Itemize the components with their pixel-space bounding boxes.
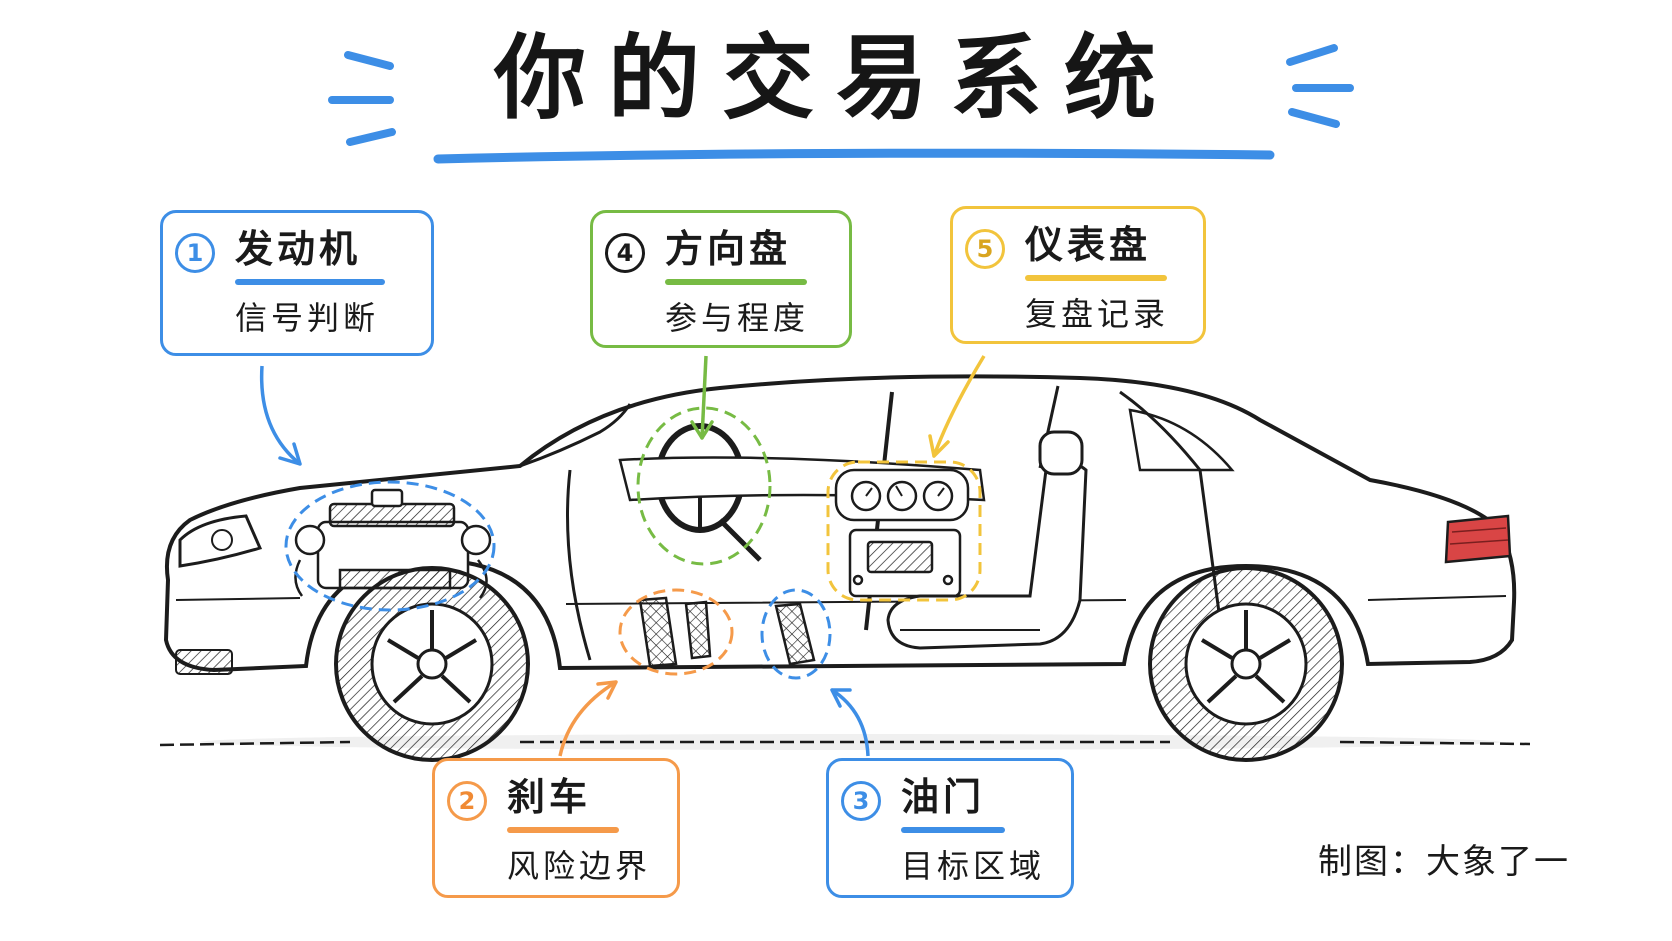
accelerator-pedal	[774, 602, 816, 666]
brake-pedals	[638, 596, 712, 668]
callout-heading-underline	[665, 279, 807, 285]
callout-heading: 刹车	[507, 775, 592, 819]
dashboard-highlight	[826, 460, 982, 602]
car-shadow	[200, 734, 1500, 750]
callout-heading-underline	[901, 827, 1005, 833]
steering-arrow	[700, 355, 708, 439]
callout-number: 3	[841, 781, 881, 821]
callout-heading-underline	[1025, 275, 1167, 281]
engine-arrow	[259, 365, 302, 466]
callout-engine: 1 发动机 信号判断	[160, 210, 434, 356]
callout-subtitle: 复盘记录	[1025, 295, 1170, 333]
title-underline	[433, 148, 1275, 164]
front-grille	[175, 649, 233, 675]
c-pillar	[1119, 390, 1222, 621]
brake-arrow	[558, 680, 617, 757]
title-dash-right-top	[1286, 44, 1338, 66]
callout-heading: 方向盘	[665, 227, 792, 271]
callout-heading-underline	[235, 279, 385, 285]
author-credit: 制图：大象了一	[1318, 842, 1570, 882]
callout-number: 4	[605, 233, 645, 273]
accelerator-highlight	[760, 588, 832, 680]
callout-subtitle: 信号判断	[235, 299, 380, 337]
callout-heading-underline	[507, 827, 619, 833]
callout-number: 1	[175, 233, 215, 273]
callout-brake: 2 刹车 风险边界	[432, 758, 680, 898]
callout-steering: 4 方向盘 参与程度	[590, 210, 852, 348]
callout-number: 5	[965, 229, 1005, 269]
brake-highlight	[618, 588, 734, 676]
headlight-lens	[211, 529, 233, 551]
callout-number: 2	[447, 781, 487, 821]
instrument-cluster	[834, 468, 970, 522]
callout-subtitle: 参与程度	[665, 299, 810, 337]
taillight	[1444, 514, 1512, 564]
title-dash-right-bot	[1288, 108, 1340, 128]
page-title: 你的交易系统	[493, 25, 1178, 132]
engine-highlight	[284, 480, 496, 612]
dashboard-arrow	[932, 355, 986, 457]
callout-accelerator: 3 油门 目标区域	[826, 758, 1074, 898]
driver-seat	[886, 430, 1088, 650]
headlight	[178, 514, 263, 568]
center-console	[848, 528, 962, 598]
front-wheel	[334, 566, 530, 762]
ground-line	[159, 740, 1531, 747]
callout-dashboard: 5 仪表盘 复盘记录	[950, 206, 1206, 344]
steering-highlight	[636, 406, 772, 566]
title-dash-left-bot	[346, 128, 396, 146]
a-pillar	[519, 403, 632, 468]
title-dash-left-top	[344, 51, 394, 70]
callout-subtitle: 风险边界	[507, 847, 652, 885]
callout-heading: 油门	[901, 775, 986, 819]
rear-window	[1128, 408, 1235, 472]
callout-subtitle: 目标区域	[901, 847, 1046, 885]
callout-heading: 仪表盘	[1025, 223, 1152, 267]
callout-heading: 发动机	[235, 227, 362, 271]
rocker-panel	[559, 662, 1125, 670]
rear-wheel	[1148, 566, 1344, 762]
accelerator-arrow	[831, 688, 870, 757]
door-opening	[566, 469, 592, 661]
